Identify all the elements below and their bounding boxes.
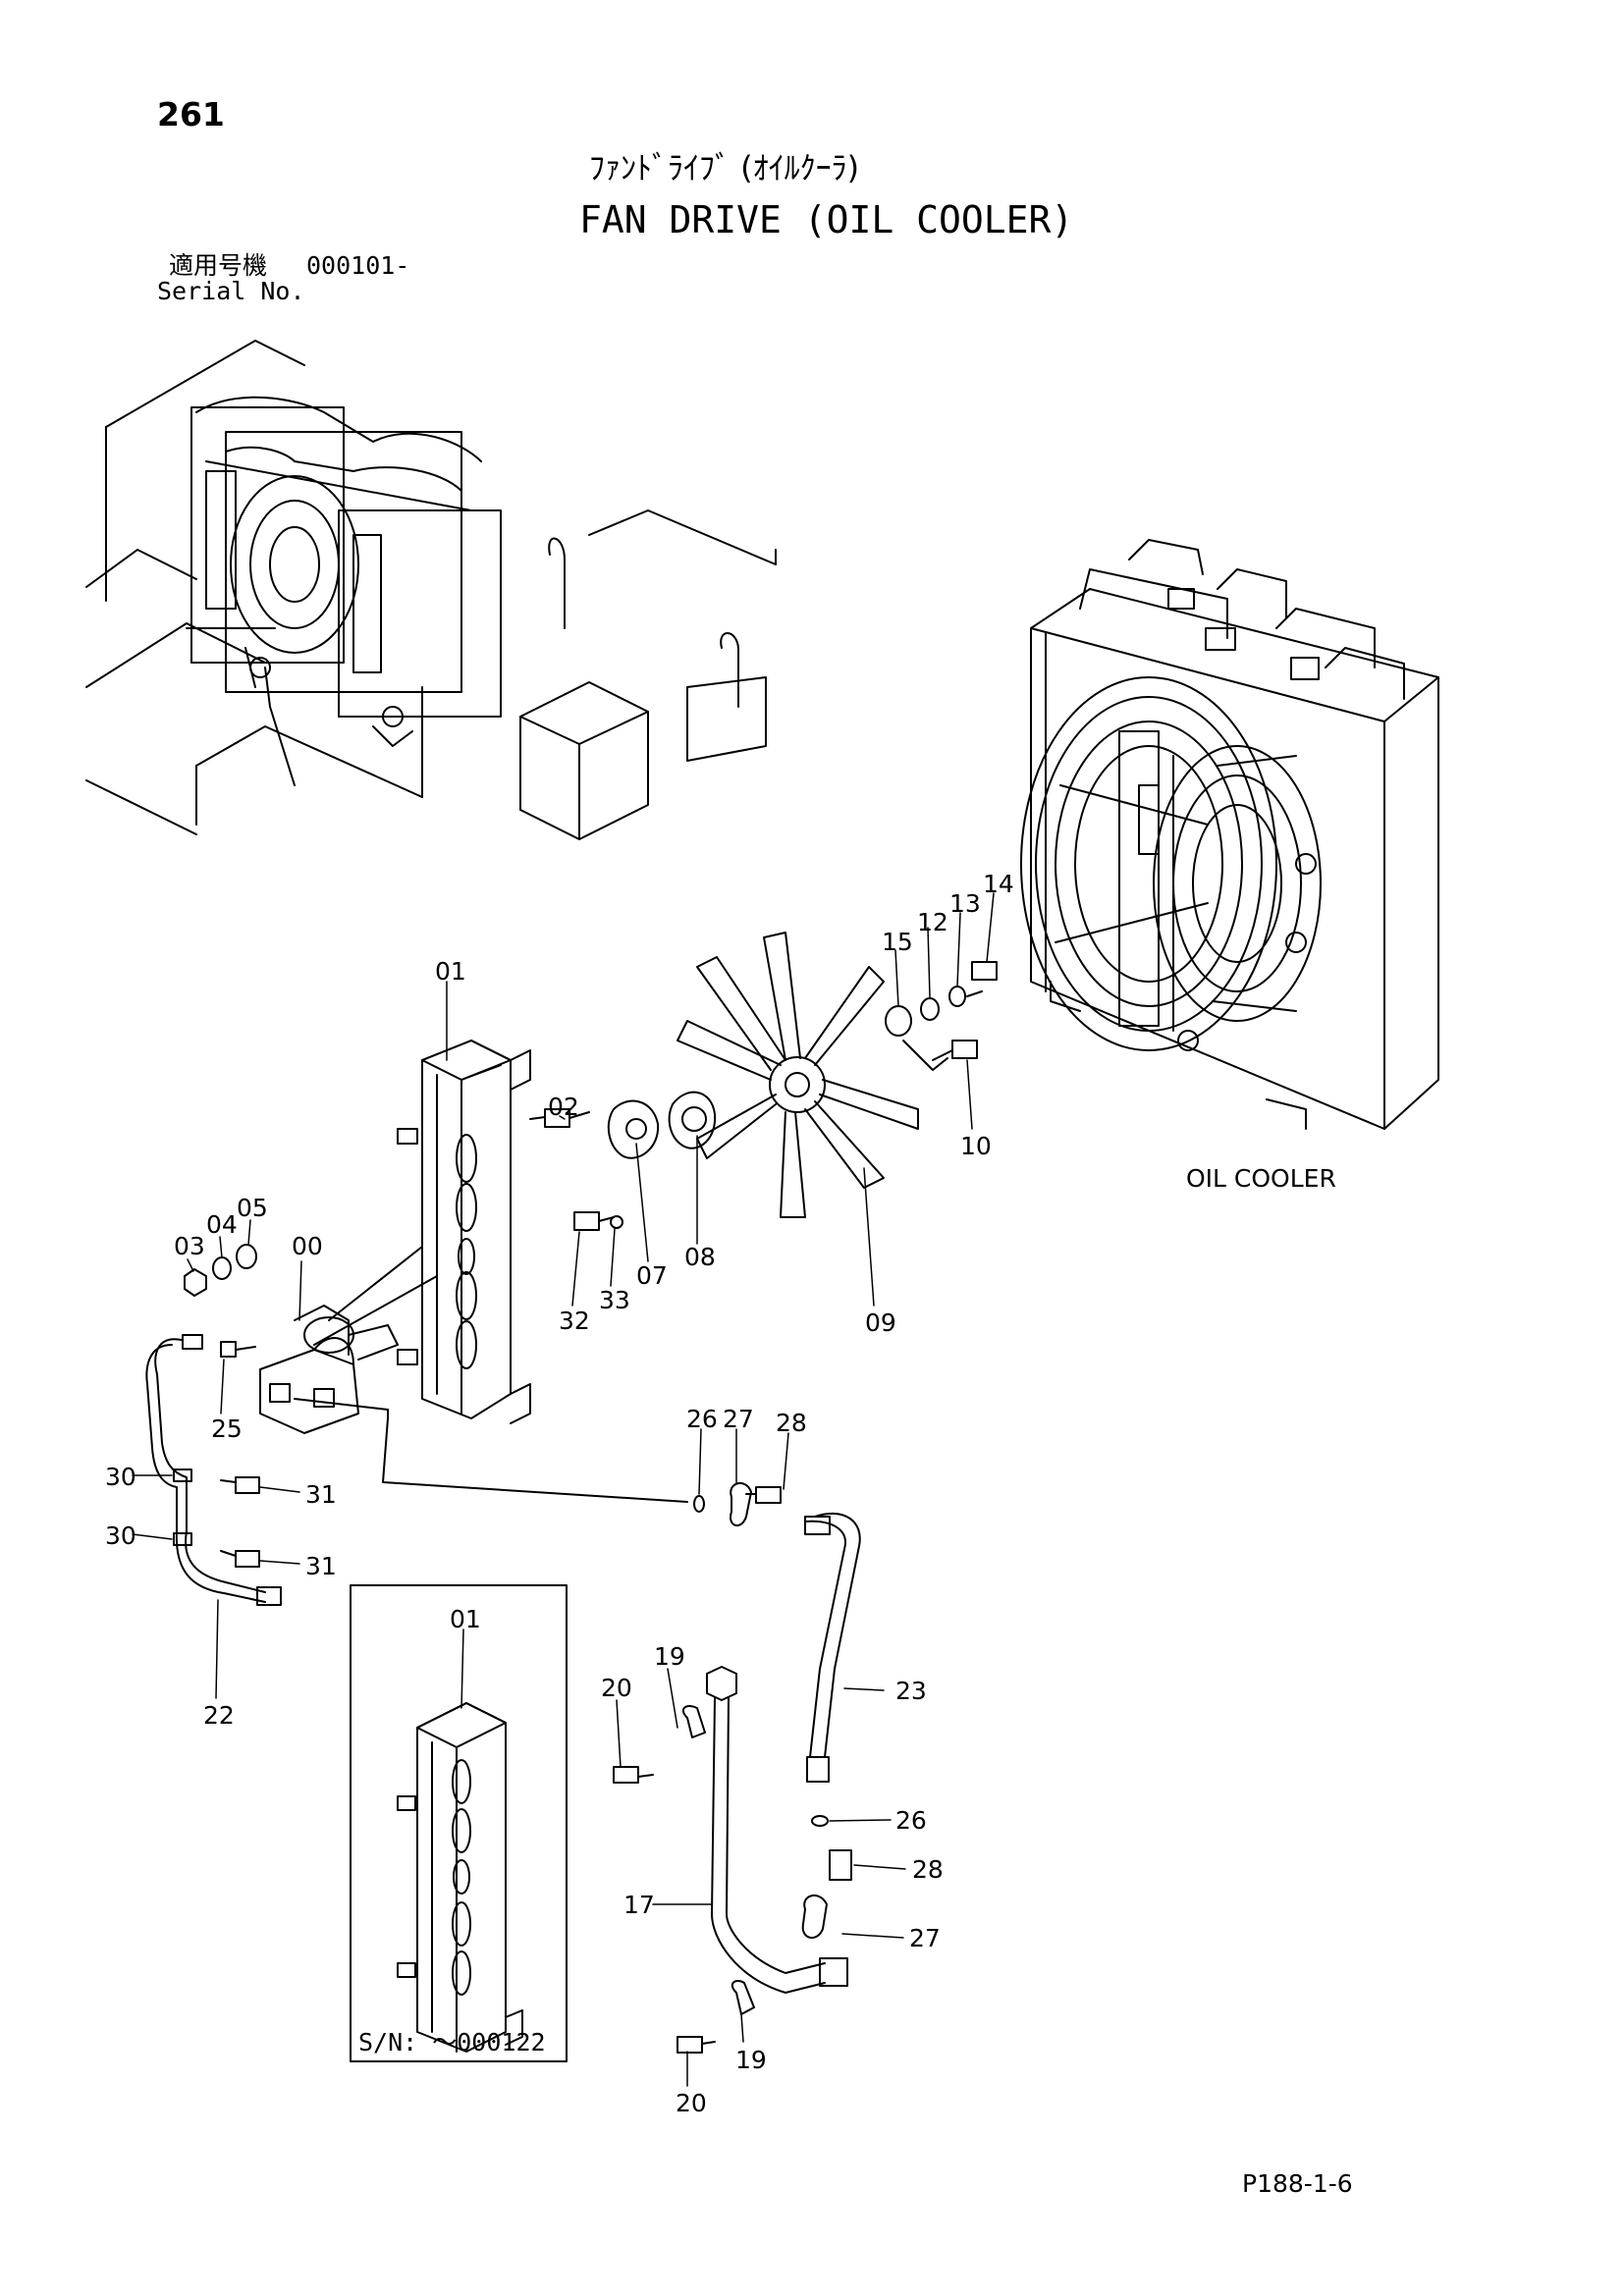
callout-31: 31 [305, 1552, 337, 1580]
callout-26: 26 [895, 1806, 927, 1835]
callout-00: 00 [292, 1232, 323, 1260]
page-number: 261 [157, 95, 225, 133]
callout-20: 20 [601, 1674, 632, 1702]
callout-19: 19 [735, 2046, 767, 2074]
serial-label-japanese: 適用号機 [169, 251, 268, 280]
fan-bracket-main [397, 1040, 531, 1424]
page-title: FAN DRIVE (OIL COOLER) [579, 198, 1074, 241]
title-japanese: ﾌｧﾝﾄﾞﾗｲﾌﾞ (ｵｲﾙｸｰﾗ) [589, 149, 860, 187]
callout-30: 30 [105, 1463, 136, 1491]
callout-03: 03 [174, 1232, 205, 1260]
fan-blade [677, 932, 919, 1218]
small-parts-left [184, 1244, 688, 1503]
callout-14: 14 [983, 870, 1014, 898]
callout-15: 15 [882, 928, 913, 956]
callout-10: 10 [960, 1132, 992, 1160]
callout-27: 27 [723, 1405, 754, 1433]
footer-reference-code: P188-1-6 [1242, 2169, 1353, 2198]
rigid-pipe [613, 1666, 848, 2054]
callout-26: 26 [686, 1405, 718, 1433]
callout-33: 33 [599, 1286, 630, 1314]
left-hose [145, 1334, 282, 1606]
callout-28: 28 [776, 1409, 807, 1437]
callout-01: 01 [450, 1605, 481, 1633]
machine-overview-illustration [85, 340, 777, 840]
serial-range-value: 000101- [306, 251, 410, 280]
callout-30: 30 [105, 1522, 136, 1550]
callout-22: 22 [203, 1701, 235, 1730]
callout-19: 19 [654, 1642, 685, 1671]
callout-07: 07 [636, 1261, 668, 1290]
callout-17: 17 [623, 1891, 655, 1919]
callout-23: 23 [895, 1677, 927, 1705]
hydraulic-motor [259, 1305, 399, 1434]
callout-20: 20 [676, 2089, 707, 2117]
fan-fasteners [885, 961, 998, 1071]
oil-cooler-label: OIL COOLER [1186, 1164, 1336, 1193]
callout-13: 13 [949, 889, 981, 918]
callout-32: 32 [559, 1307, 590, 1335]
inset-serial-label: S/N: ～000122 [358, 2028, 546, 2056]
callout-25: 25 [211, 1415, 243, 1443]
callout-08: 08 [684, 1243, 716, 1271]
callout-12: 12 [917, 908, 948, 936]
leader-lines [132, 892, 995, 2087]
callout-31: 31 [305, 1480, 337, 1509]
inset-frame [350, 1584, 568, 2062]
callout-02: 02 [548, 1093, 579, 1121]
right-hose-and-fittings [693, 1482, 861, 1939]
oil-cooler-illustration [1020, 539, 1439, 1130]
callout-01: 01 [435, 957, 466, 986]
callout-05: 05 [237, 1194, 268, 1222]
callout-28: 28 [912, 1855, 944, 1884]
callout-04: 04 [206, 1210, 238, 1239]
serial-label: Serial No. [157, 277, 305, 305]
callout-09: 09 [865, 1308, 896, 1337]
hub-and-bolts [313, 1091, 717, 1346]
callout-27: 27 [909, 1924, 941, 1952]
